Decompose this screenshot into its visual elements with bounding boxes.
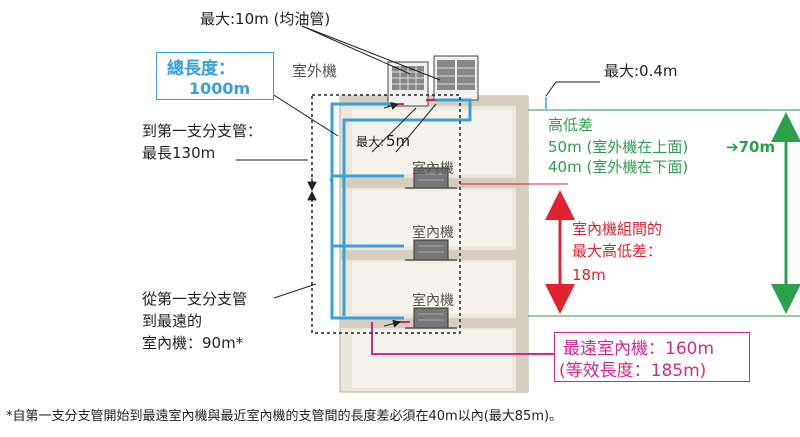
farthest-unit-line2: (等效長度：185m) [559, 361, 707, 381]
total-length-title: 總長度： [167, 59, 235, 79]
height-diff-result: ➔70m [726, 138, 776, 156]
pipe-arrow-bottom [383, 319, 401, 328]
farthest-branch-line1: 從第一支分支管 [142, 290, 248, 308]
height-diff-line1: 50m (室外機在上面) [548, 138, 689, 156]
indoor-label-3: 室內機 [412, 293, 454, 309]
indoor-diff-line1: 室內機組間的 [572, 220, 663, 238]
gap-label: 最大:0.4m [604, 62, 678, 80]
total-length-box: 總長度： 1000m [156, 52, 274, 100]
farthest-unit-line1: 最遠室內機：160m [563, 339, 715, 359]
max5-group: 最大: 5m [352, 132, 416, 152]
leader-lines [221, 25, 600, 299]
max5-prefix: 最大: [356, 135, 385, 149]
farthest-unit-box: 最遠室內機：160m (等效長度：185m) [554, 332, 750, 382]
first-branch-line2: 最長130m [142, 144, 216, 162]
pipe-arrow-top [383, 102, 399, 110]
outdoor-unit-right [433, 55, 479, 101]
farthest-branch-line3: 室內機：90m* [142, 334, 244, 352]
height-difference-marker [528, 109, 800, 317]
building [339, 95, 529, 393]
outdoor-unit-left [387, 61, 429, 107]
outdoor-label: 室外機 [292, 62, 338, 80]
height-diff-line2: 40m (室外機在下面) [548, 158, 689, 176]
indoor-height-marker [460, 183, 575, 314]
oil-pipe-label: 最大:10m (均油管) [200, 10, 331, 28]
indoor-unit-1 [405, 167, 457, 189]
refrigerant-piping [330, 98, 472, 320]
indoor-diff-line2: 最大高低差： [572, 242, 663, 260]
farthest-branch-line2: 到最遠的 [142, 312, 203, 330]
total-length-bracket [311, 94, 461, 334]
height-diff-title: 高低差 [548, 116, 594, 134]
first-branch-line1: 到第一支分支管： [142, 122, 263, 140]
indoor-diff-value: 18m [572, 266, 606, 284]
total-length-value: 1000m [189, 79, 251, 98]
max5-value: 5m [386, 132, 411, 150]
indoor-label-2: 室內機 [412, 225, 454, 241]
indoor-unit-2 [405, 239, 457, 261]
indoor-unit-3 [405, 307, 457, 329]
footnote: *自第一支分支管開始到最遠室內機與最近室內機的支管間的長度差必須在40m以內(最… [6, 409, 563, 424]
indoor-label-1: 室內機 [412, 161, 454, 177]
